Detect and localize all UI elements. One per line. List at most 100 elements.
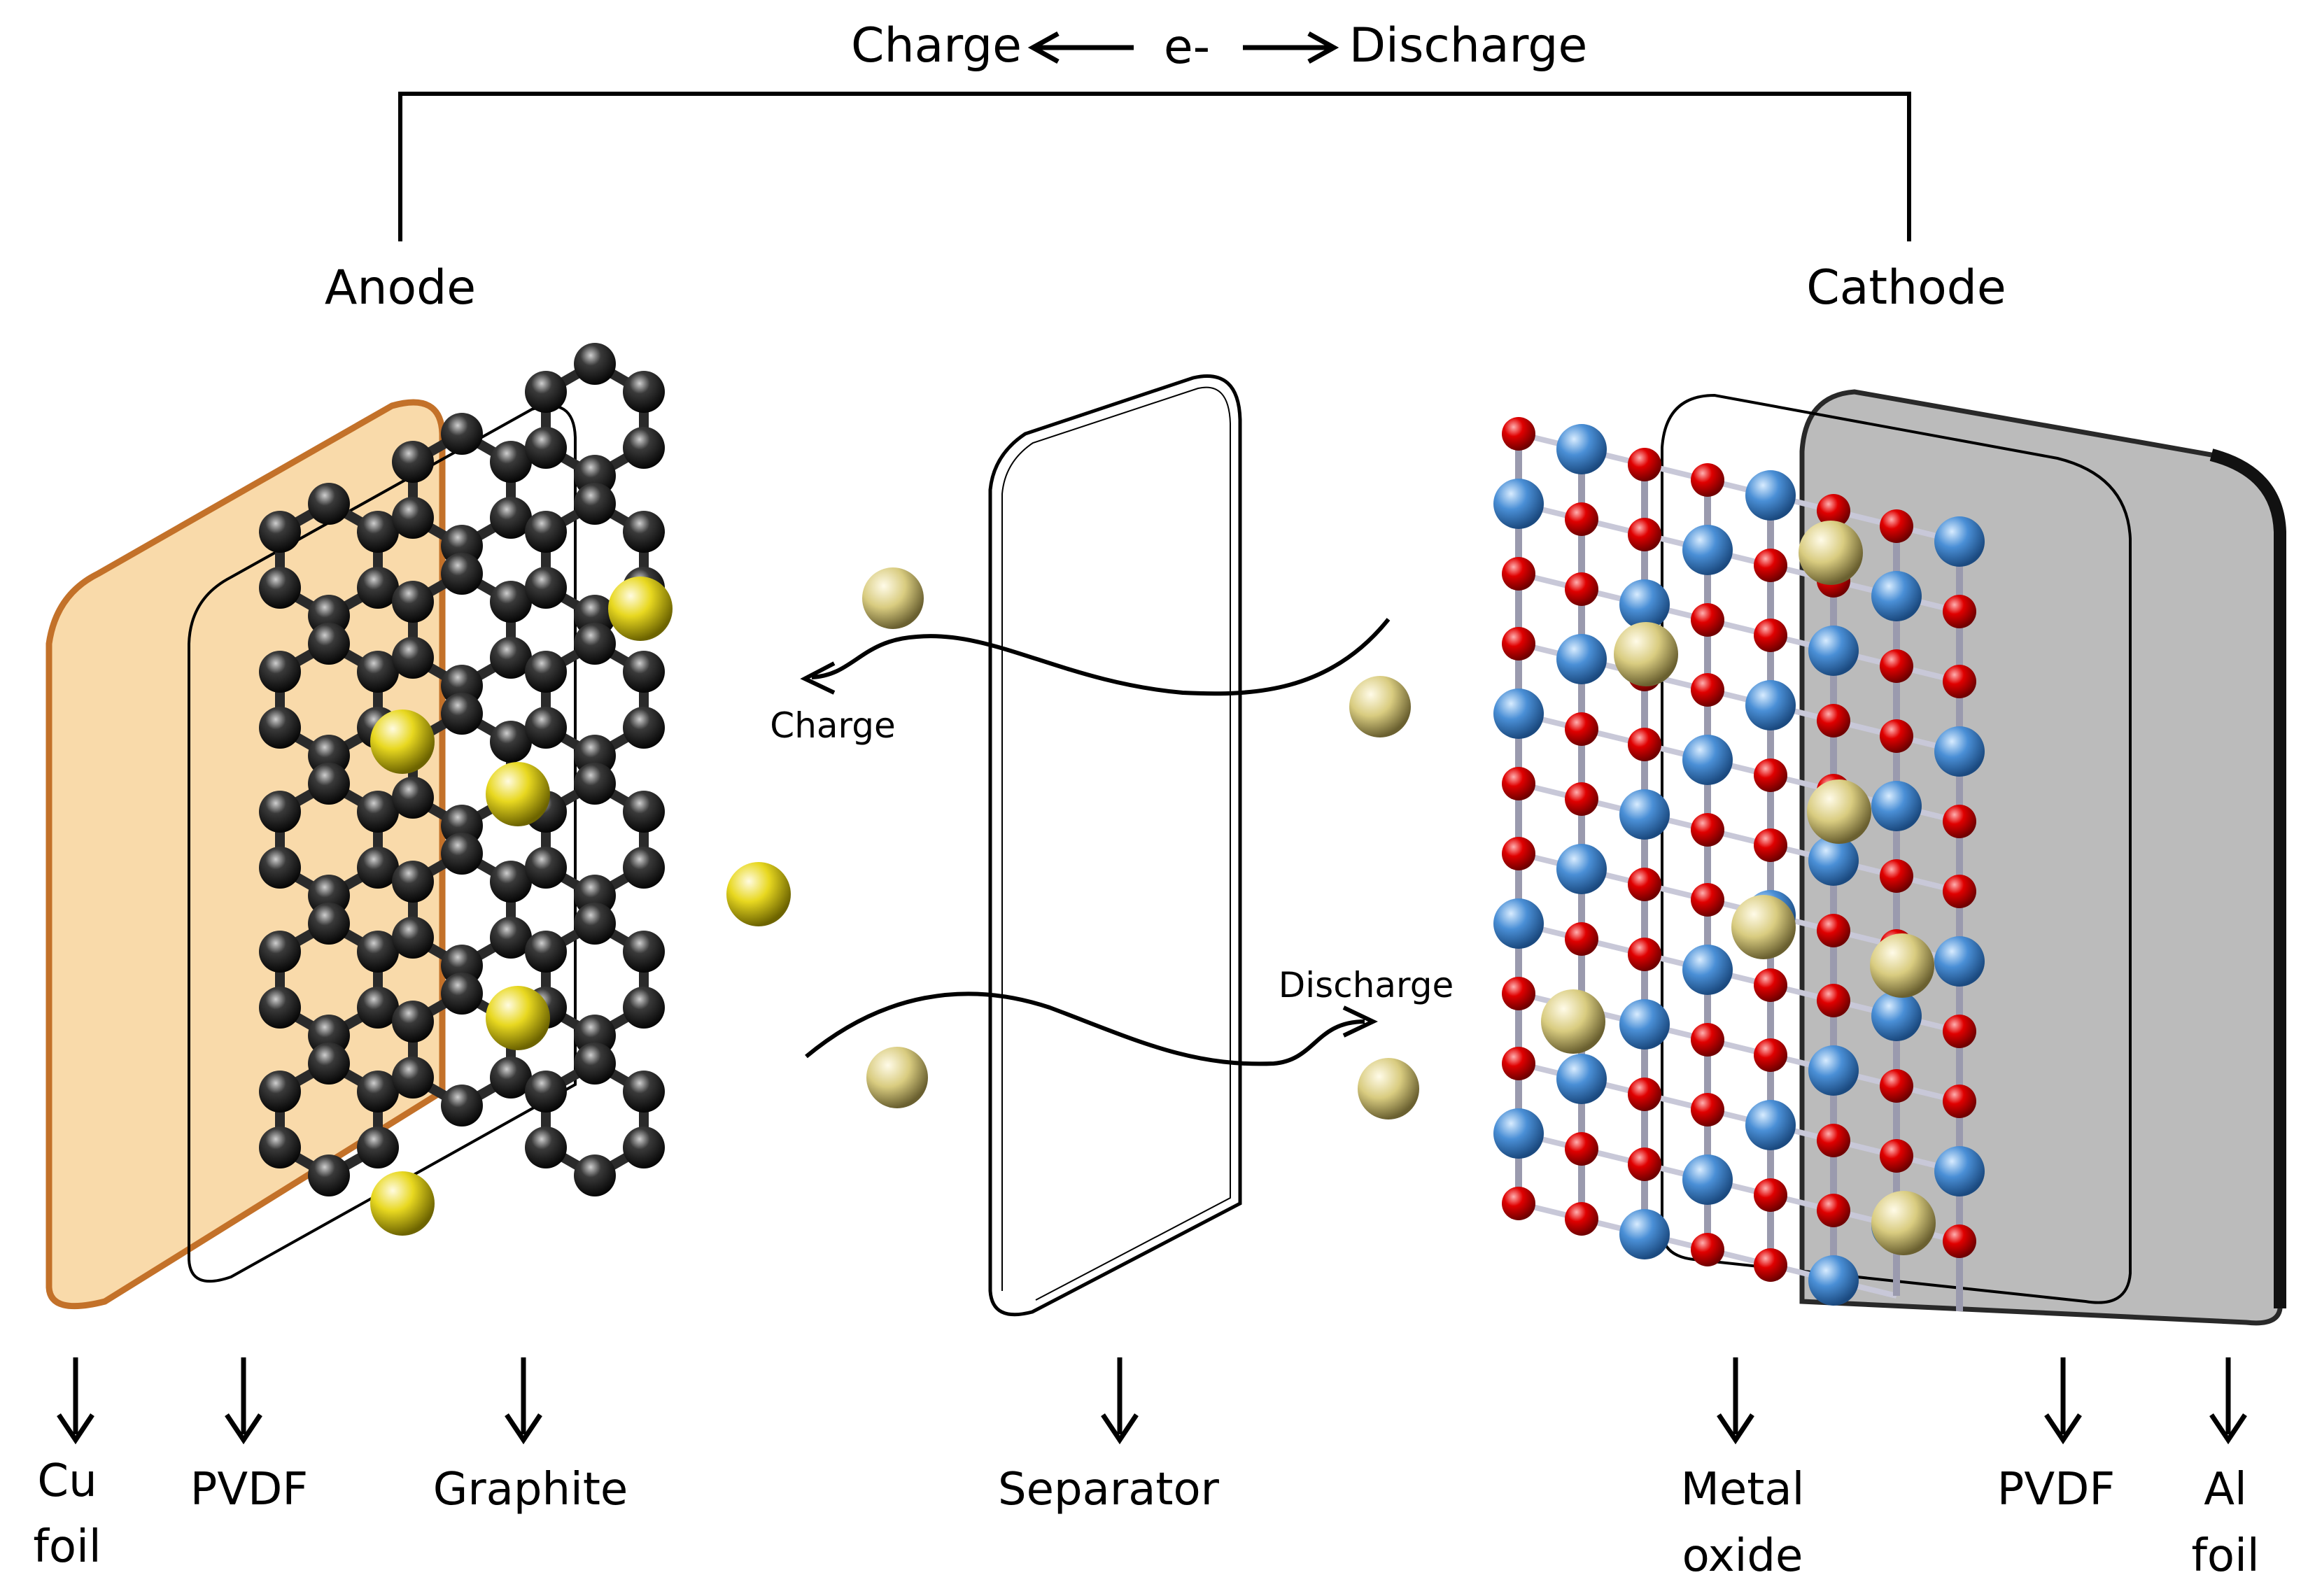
oxygen-atom (1943, 595, 1976, 628)
oxygen-atom (1943, 665, 1976, 698)
lithium-ion (486, 762, 550, 826)
lithium-ion (1349, 676, 1411, 737)
oxygen-atom (1565, 922, 1598, 956)
metal-atom (1556, 1054, 1607, 1104)
carbon-atom (574, 343, 616, 385)
metal-atom (1619, 1209, 1670, 1259)
charge-ion-path (811, 618, 1391, 696)
carbon-atom (623, 987, 665, 1029)
carbon-atom (392, 1001, 434, 1043)
carbon-atom (490, 497, 532, 539)
oxygen-atom (1754, 619, 1787, 652)
external-circuit (398, 92, 1911, 241)
oxygen-atom (1502, 1047, 1535, 1080)
carbon-atom (623, 511, 665, 553)
metal-atom (1745, 470, 1796, 521)
metal-atom (1871, 571, 1922, 621)
carbon-atom (525, 427, 567, 469)
separator-sheet-edge (1001, 386, 1231, 1301)
metal-atom (1808, 1045, 1859, 1096)
metal-atom (1619, 579, 1670, 630)
metal-atom (1493, 479, 1544, 529)
carbon-atom (441, 693, 483, 735)
carbon-atom (574, 1154, 616, 1196)
discharge-ion-path (805, 991, 1365, 1066)
oxygen-atom (1880, 1139, 1913, 1173)
carbon-atom (259, 1127, 301, 1168)
carbon-atom (623, 651, 665, 693)
anode-label: Anode (325, 260, 476, 316)
lithium-ion (1799, 521, 1863, 585)
oxygen-atom (1754, 1038, 1787, 1072)
carbon-atom (441, 1085, 483, 1127)
carbon-atom (525, 1071, 567, 1113)
lithium-ion (1541, 989, 1605, 1054)
oxygen-atom (1880, 719, 1913, 753)
metal-atom (1871, 991, 1922, 1041)
carbon-atom (357, 567, 399, 609)
metal-oxide-label-line1: Metal (1681, 1464, 1805, 1516)
oxygen-atom (1943, 1224, 1976, 1258)
lithium-ion (1871, 1191, 1936, 1255)
graphite-lattice (259, 343, 673, 1236)
oxygen-atom (1691, 1023, 1724, 1057)
metal-atom (1556, 634, 1607, 684)
lithium-ion (486, 986, 550, 1050)
carbon-atom (525, 707, 567, 749)
carbon-atom (441, 413, 483, 455)
carbon-atom (259, 987, 301, 1029)
carbon-atom (308, 483, 350, 525)
oxygen-atom (1502, 977, 1535, 1010)
oxygen-atom (1754, 968, 1787, 1002)
carbon-atom (392, 1057, 434, 1099)
oxygen-atom (1817, 984, 1850, 1017)
oxygen-atom (1565, 782, 1598, 816)
discharge-arrow-head (1307, 31, 1339, 64)
lithium-ion (608, 577, 673, 641)
carbon-atom (392, 581, 434, 623)
metal-atom (1619, 789, 1670, 840)
metal-atom (1934, 516, 1985, 567)
carbon-atom (357, 651, 399, 693)
carbon-atom (259, 651, 301, 693)
lithium-ion (370, 709, 435, 774)
metal-atom (1745, 680, 1796, 730)
oxygen-atom (1817, 1124, 1850, 1157)
pvdf-right-label: PVDF (1997, 1464, 2115, 1516)
metal-atom (1682, 735, 1733, 785)
oxygen-atom (1691, 673, 1724, 707)
carbon-atom (623, 707, 665, 749)
oxygen-atom (1628, 518, 1661, 551)
metal-atom (1682, 945, 1733, 995)
oxygen-atom (1943, 1085, 1976, 1118)
oxygen-atom (1754, 1178, 1787, 1212)
oxygen-atom (1502, 767, 1535, 800)
carbon-atom (259, 847, 301, 889)
oxygen-atom (1943, 875, 1976, 908)
oxygen-atom (1691, 603, 1724, 637)
carbon-atom (357, 931, 399, 973)
carbon-atom (357, 987, 399, 1029)
carbon-atom (392, 861, 434, 903)
oxygen-atom (1565, 502, 1598, 536)
metal-atom (1556, 424, 1607, 474)
lithium-ion (726, 862, 791, 926)
carbon-atom (441, 973, 483, 1015)
metal-atom (1745, 1100, 1796, 1150)
metal-atom (1556, 844, 1607, 894)
al-foil-edge (2209, 449, 2286, 1308)
flow-discharge-label: Discharge (1279, 965, 1454, 1005)
oxygen-atom (1817, 914, 1850, 947)
carbon-atom (574, 1043, 616, 1085)
oxygen-atom (1628, 728, 1661, 761)
oxygen-atom (1880, 1069, 1913, 1103)
separator-sheet (988, 374, 1242, 1317)
oxygen-atom (1691, 1233, 1724, 1266)
separator-label: Separator (998, 1464, 1220, 1516)
carbon-atom (574, 623, 616, 665)
oxygen-atom (1565, 1132, 1598, 1166)
carbon-atom (392, 637, 434, 679)
carbon-atom (357, 1127, 399, 1168)
carbon-atom (525, 567, 567, 609)
lithium-ion (862, 567, 924, 629)
